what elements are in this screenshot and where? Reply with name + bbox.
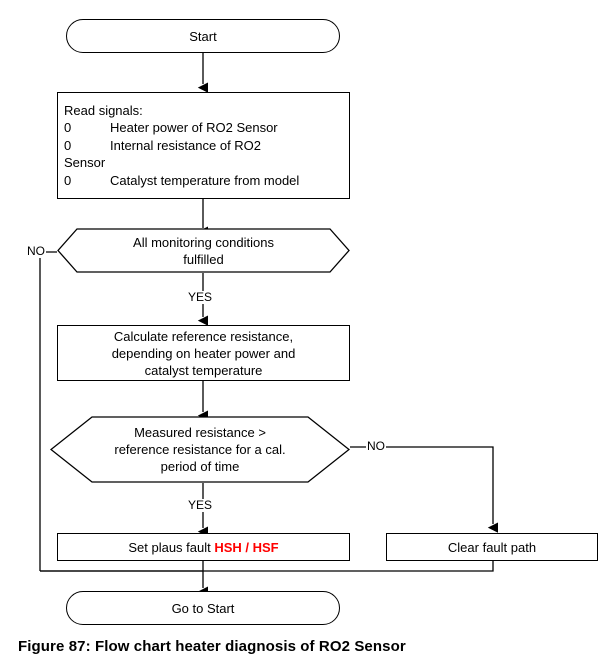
read-signals-bullet-0: 0 bbox=[64, 120, 72, 136]
calc-reference-line-2: depending on heater power and bbox=[111, 345, 296, 361]
cond-measured-line-3: period of time bbox=[160, 459, 240, 474]
cond-measured-text: Measured resistance > reference resistan… bbox=[114, 424, 285, 475]
read-signals-item-2: 0 Catalyst temperature from model bbox=[64, 172, 349, 190]
cond-monitoring-label: All monitoring conditions fulfilled bbox=[57, 228, 350, 273]
cond-monitoring-line-1: All monitoring conditions bbox=[133, 234, 274, 250]
node-cond-measured[interactable]: Measured resistance > reference resistan… bbox=[50, 416, 350, 483]
read-signals-item-0-text: Heater power of RO2 Sensor bbox=[110, 120, 278, 136]
set-fault-text: Set plaus fault HSH / HSF bbox=[128, 539, 278, 556]
node-start-label: Start bbox=[189, 28, 217, 44]
edge-label-yes-measured: YES bbox=[187, 498, 214, 512]
cond-measured-shape bbox=[50, 416, 350, 483]
cond-monitoring-text: All monitoring conditions fulfilled bbox=[133, 234, 274, 268]
connector-cond-monitoring-no-rail bbox=[39, 251, 57, 571]
cond-monitoring-shape bbox=[57, 228, 350, 273]
node-start[interactable]: Start bbox=[66, 19, 340, 53]
edge-label-no-measured: NO bbox=[366, 439, 386, 453]
node-cond-monitoring[interactable]: All monitoring conditions fulfilled bbox=[57, 228, 350, 273]
cond-measured-line-2: reference resistance for a cal. bbox=[114, 442, 286, 457]
read-signals-item-2-text: Catalyst temperature from model bbox=[110, 172, 300, 188]
read-signals-item-0: 0 Heater power of RO2 Sensor bbox=[64, 119, 349, 137]
cond-measured-label: Measured resistance > reference resistan… bbox=[50, 416, 350, 483]
set-fault-code: HSH / HSF bbox=[214, 539, 279, 555]
set-fault-prefix: Set plaus fault bbox=[128, 539, 215, 555]
cond-measured-line-1: Measured resistance > bbox=[134, 425, 266, 440]
node-set-fault[interactable]: Set plaus fault HSH / HSF bbox=[57, 533, 350, 561]
node-clear-fault-path[interactable]: Clear fault path bbox=[386, 533, 598, 561]
read-signals-title: Read signals: bbox=[64, 102, 143, 118]
node-goto-start[interactable]: Go to Start bbox=[66, 591, 340, 625]
calc-reference-text: Calculate reference resistance, dependin… bbox=[112, 328, 296, 379]
clear-fault-path-label: Clear fault path bbox=[447, 539, 537, 555]
read-signals-bullet-2: 0 bbox=[64, 172, 72, 188]
cond-monitoring-line-2: fulfilled bbox=[183, 251, 224, 267]
node-calc-reference[interactable]: Calculate reference resistance, dependin… bbox=[57, 325, 350, 381]
read-signals-item-1-text: Internal resistance of RO2 Sensor bbox=[64, 137, 262, 171]
connector-cond-measured-no-rail bbox=[350, 446, 499, 533]
edge-label-no-monitoring: NO bbox=[26, 244, 46, 258]
read-signals-body: Read signals: 0 Heater power of RO2 Senso… bbox=[64, 102, 349, 190]
calc-reference-line-1: Calculate reference resistance, bbox=[113, 328, 294, 344]
figure-caption: Figure 87: Flow chart heater diagnosis o… bbox=[18, 638, 406, 655]
calc-reference-line-3: catalyst temperature bbox=[144, 362, 263, 378]
node-goto-start-label: Go to Start bbox=[171, 600, 235, 616]
connector-clear-fault-to-bus bbox=[40, 561, 494, 572]
read-signals-bullet-1: 0 bbox=[64, 137, 72, 153]
node-read-signals[interactable]: Read signals: 0 Heater power of RO2 Senso… bbox=[57, 92, 350, 199]
edge-label-yes-monitoring: YES bbox=[187, 290, 214, 304]
